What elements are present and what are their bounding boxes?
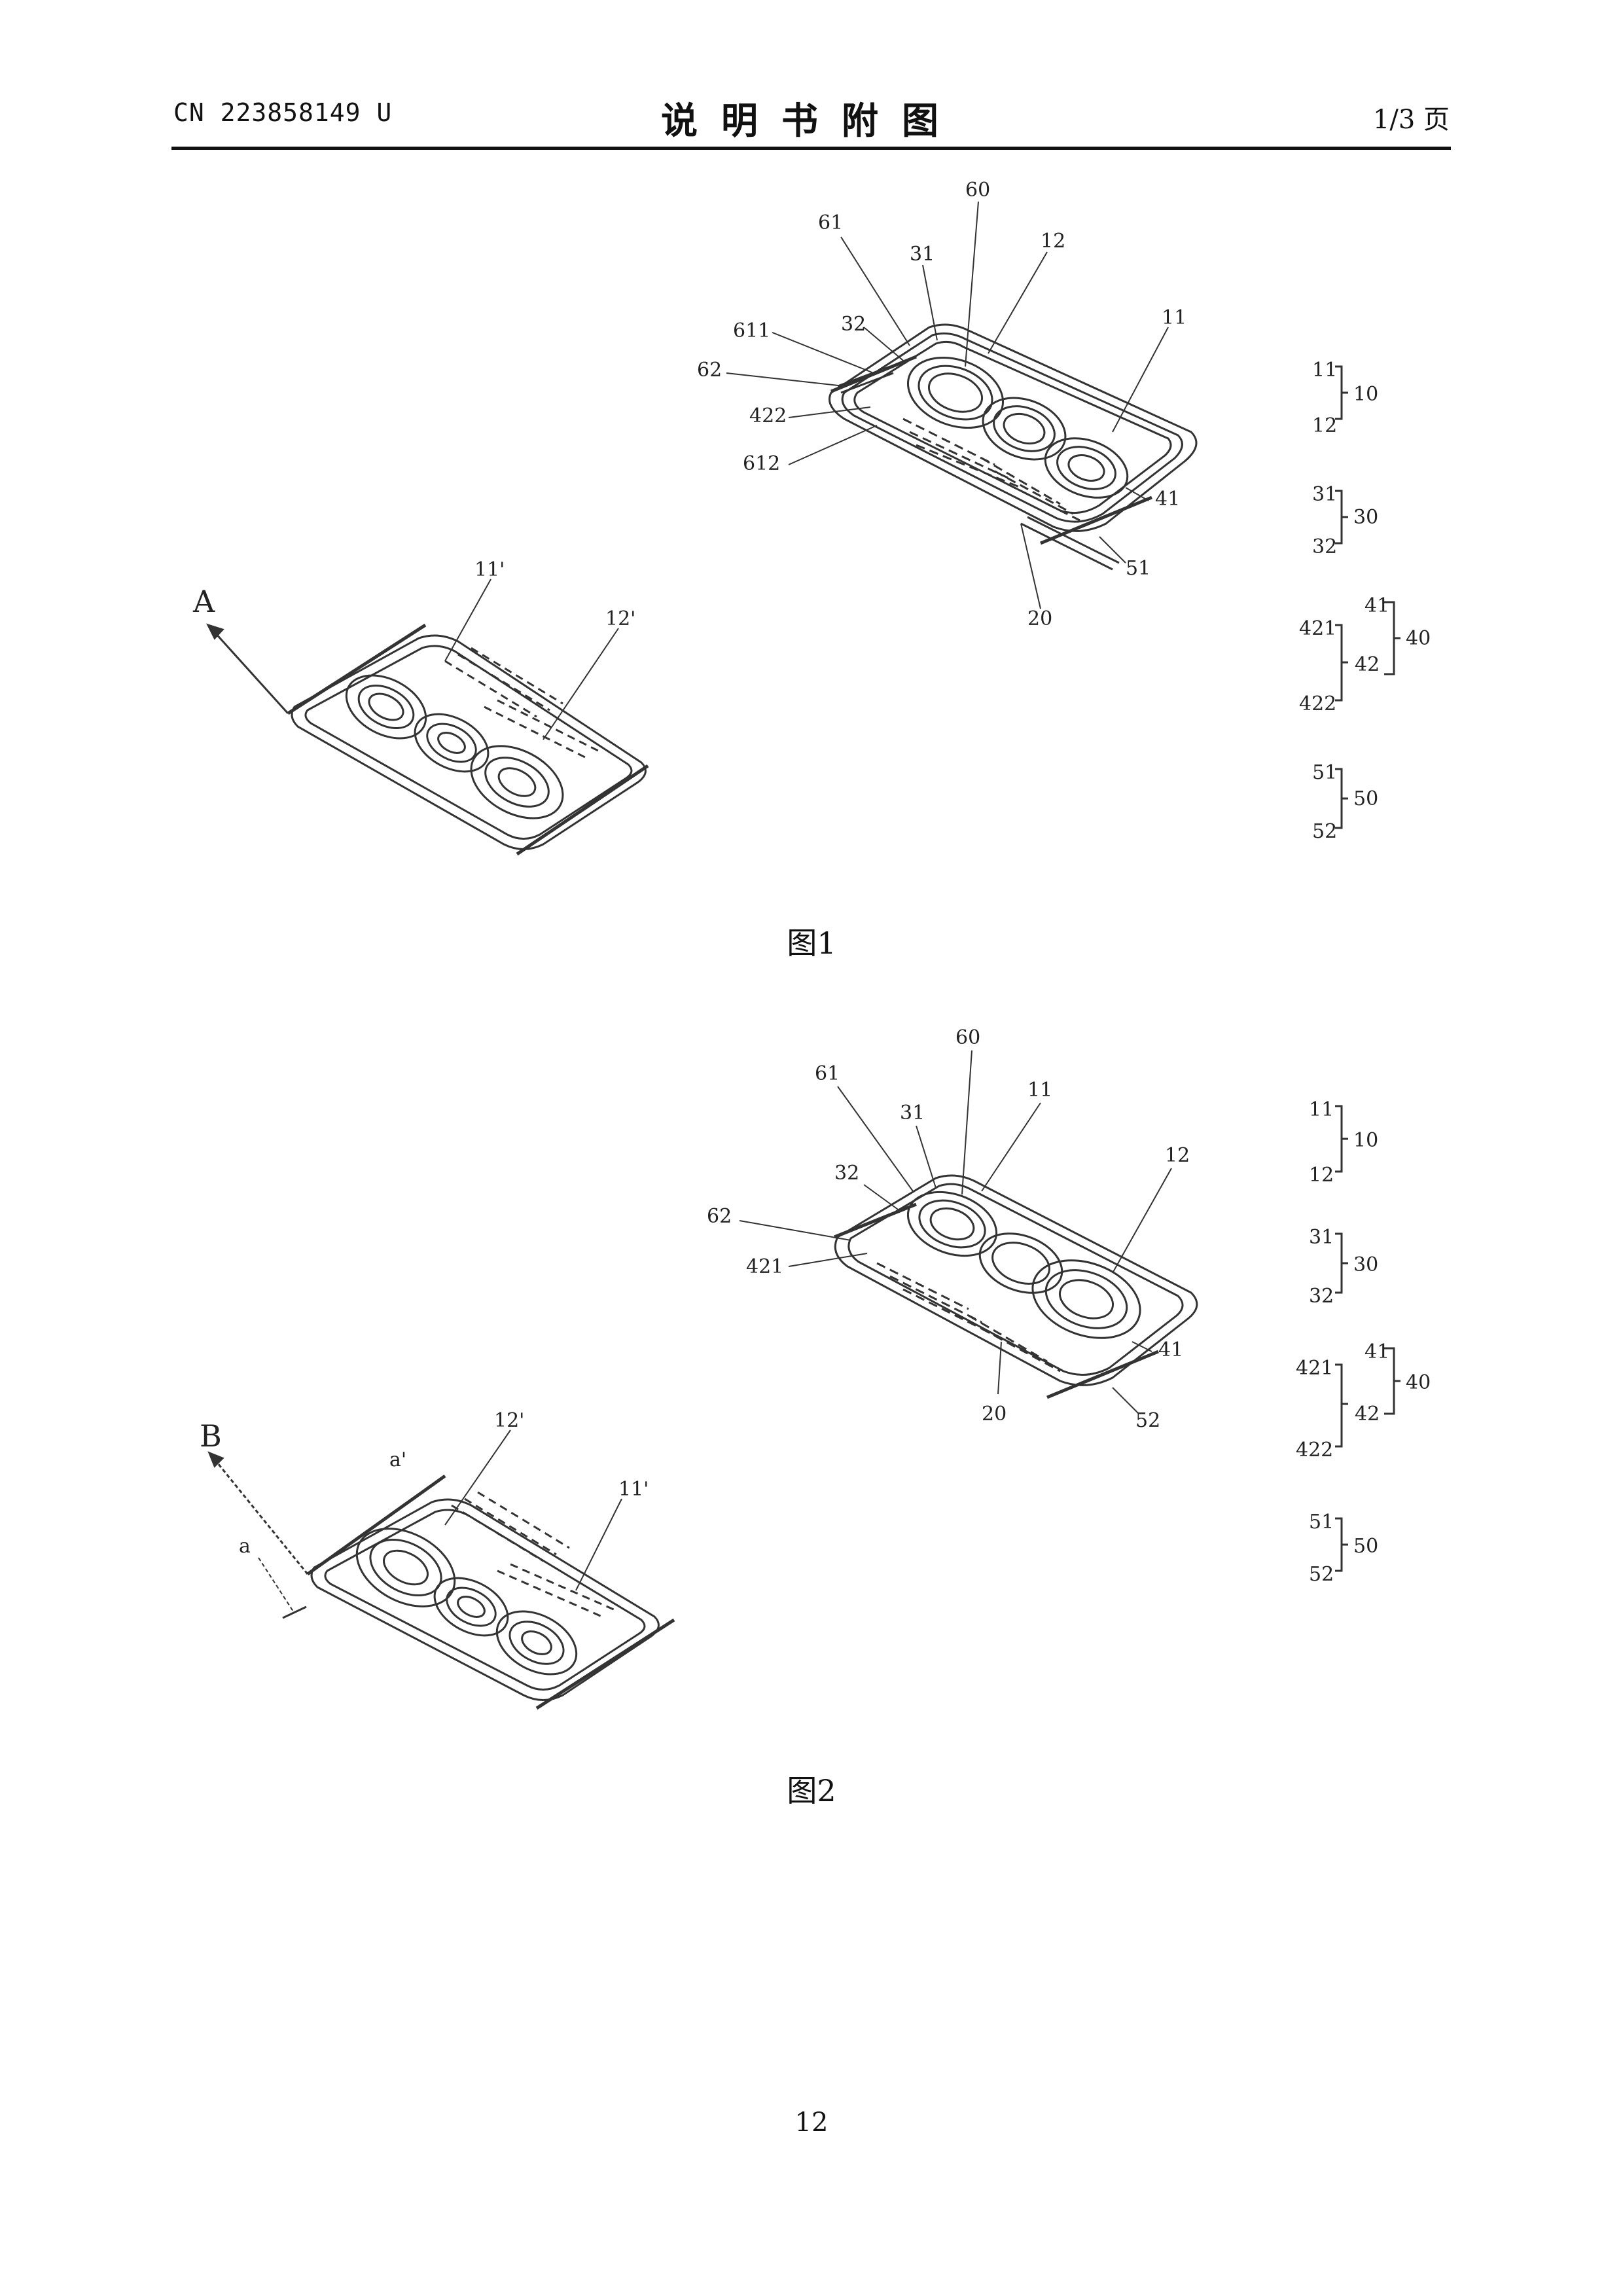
fig2-leader-lines: [740, 1050, 1171, 1414]
fig1-label: 32: [841, 313, 866, 336]
legend-part: 51: [1309, 1511, 1334, 1534]
fig2-label: 11: [1027, 1079, 1052, 1102]
legend-part: 12: [1312, 414, 1337, 437]
legend-part: 11: [1309, 1098, 1334, 1121]
fig2-label: 32: [834, 1162, 859, 1185]
legend-part: 421: [1296, 1357, 1333, 1380]
legend-mid: 41: [1364, 1340, 1389, 1363]
fig2-label: 12: [1165, 1144, 1190, 1167]
fig2-label: 62: [707, 1205, 732, 1228]
fig1-label: 60: [965, 179, 990, 202]
legend-part: 31: [1312, 483, 1337, 506]
figure-2-caption: 图2: [0, 1767, 1623, 1810]
legend-group: 50: [1353, 1535, 1378, 1558]
legend-group: 40: [1406, 1371, 1431, 1394]
fig2-main-device-drawing: [834, 1175, 1197, 1397]
legend-brackets: [1335, 367, 1400, 1571]
fig1-label: 12: [1041, 230, 1065, 253]
fig1-view-leaders: [445, 579, 618, 740]
fig2-view-b-drawing: [209, 1453, 674, 1708]
fig2-view-label: a: [239, 1535, 251, 1558]
fig1-label: 51: [1126, 557, 1150, 580]
legend-part: 32: [1312, 535, 1337, 558]
legend-group: 30: [1353, 506, 1378, 529]
fig2-view-label: a': [389, 1448, 406, 1471]
legend-part: 52: [1312, 820, 1337, 843]
legend-sub: 42: [1355, 1403, 1380, 1426]
fig1-label: 612: [743, 452, 780, 475]
figure-1-caption: 图1: [0, 920, 1623, 963]
fig1-view-letter: A: [192, 584, 215, 619]
fig2-view-letter: B: [200, 1418, 222, 1454]
fig1-view-a-drawing: [208, 625, 648, 854]
legend-part: 422: [1299, 692, 1336, 715]
fig2-label: 41: [1158, 1338, 1183, 1361]
fig1-main-device-drawing: [830, 325, 1197, 569]
fig1-view-label: 12': [605, 607, 635, 630]
fig1-label: 611: [733, 319, 770, 342]
legend-part: 31: [1309, 1226, 1334, 1249]
fig1-label: 422: [749, 404, 787, 427]
fig1-label: 20: [1027, 607, 1052, 630]
legend-part: 52: [1309, 1563, 1334, 1586]
fig2-label: 31: [900, 1102, 925, 1124]
fig1-leader-lines: [726, 202, 1168, 609]
legend-part: 11: [1312, 359, 1337, 382]
legend-part: 421: [1299, 617, 1336, 640]
fig1-view-label: 11': [474, 558, 505, 581]
fig2-view-leaders: [445, 1430, 622, 1590]
fig2-view-label: 12': [494, 1409, 524, 1432]
legend-group: 50: [1353, 787, 1378, 810]
fig2-label: 421: [746, 1255, 783, 1278]
legend-group: 30: [1353, 1253, 1378, 1276]
legend-part: 32: [1309, 1285, 1334, 1308]
fig2-label: 60: [955, 1026, 980, 1049]
legend-mid: 41: [1364, 594, 1389, 617]
fig2-label: 52: [1135, 1409, 1160, 1432]
legend-part: 51: [1312, 761, 1337, 784]
fig1-label: 31: [910, 243, 935, 266]
legend-part: 422: [1296, 1439, 1333, 1462]
fig1-label: 61: [818, 211, 843, 234]
legend-group: 10: [1353, 383, 1378, 406]
fig1-label: 41: [1155, 488, 1180, 511]
legend-group: 10: [1353, 1129, 1378, 1152]
fig1-label: 11: [1162, 306, 1186, 329]
fig1-label: 62: [697, 359, 722, 382]
fig2-view-label: 11': [618, 1478, 649, 1501]
fig2-label: 20: [982, 1403, 1007, 1426]
legend-sub: 42: [1355, 653, 1380, 676]
legend-group: 40: [1406, 627, 1431, 650]
legend-part: 12: [1309, 1164, 1334, 1187]
page-number: 12: [0, 2108, 1623, 2138]
fig2-label: 61: [815, 1062, 840, 1085]
